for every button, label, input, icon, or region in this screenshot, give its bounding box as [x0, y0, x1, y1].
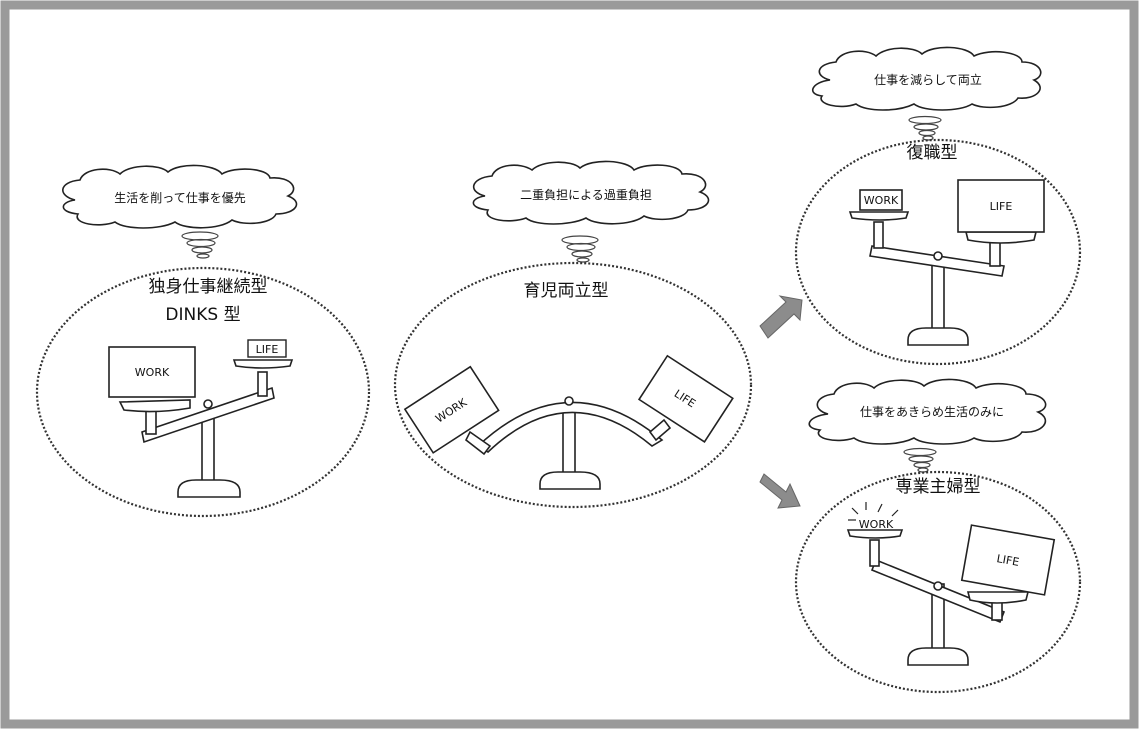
- cloud-text: 仕事をあきらめ生活のみに: [860, 405, 1004, 419]
- thought-cloud: 生活を削って仕事を優先: [63, 165, 297, 228]
- thought-cloud: 仕事を減らして両立: [813, 47, 1041, 110]
- life-box: LIFE: [958, 180, 1044, 232]
- scene-title: 復職型: [907, 143, 958, 163]
- svg-text:LIFE: LIFE: [990, 200, 1013, 213]
- thought-cloud: 二重負担による過重負担: [473, 161, 708, 224]
- cloud-text: 二重負担による過重負担: [520, 188, 652, 202]
- svg-text:WORK: WORK: [864, 194, 899, 207]
- scene-title-line2: DINKS 型: [165, 305, 240, 325]
- life-box: LIFE: [248, 340, 286, 357]
- cloud-text: 仕事を減らして両立: [874, 72, 982, 87]
- work-box: WORK: [109, 347, 195, 397]
- scene-title: 専業主婦型: [896, 477, 981, 497]
- thought-cloud: 仕事をあきらめ生活のみに: [809, 379, 1045, 444]
- work-box: WORK: [860, 190, 902, 210]
- svg-text:WORK: WORK: [135, 366, 170, 379]
- cloud-text: 生活を削って仕事を優先: [114, 191, 245, 205]
- svg-text:LIFE: LIFE: [256, 343, 279, 356]
- svg-text:WORK: WORK: [859, 518, 894, 531]
- scene-title: 育児両立型: [524, 281, 609, 301]
- scene-title-line1: 独身仕事継続型: [149, 277, 268, 297]
